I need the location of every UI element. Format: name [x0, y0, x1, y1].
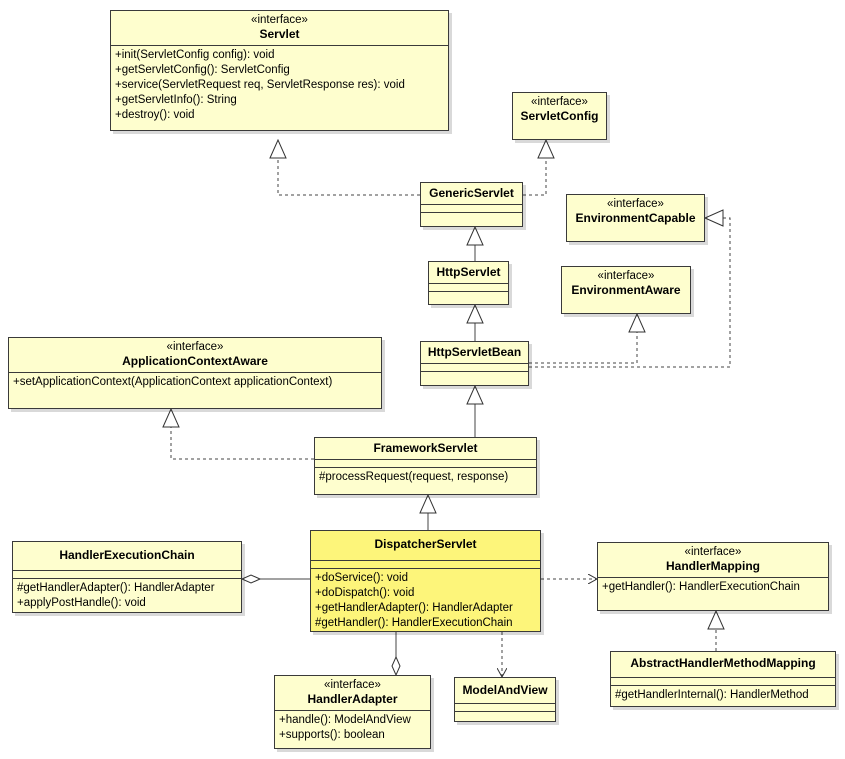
- class-frameworkservlet: FrameworkServlet #processRequest(request…: [314, 437, 537, 495]
- class-handlermapping: «interface»HandlerMapping +getHandler():…: [597, 542, 829, 611]
- stereotype-label: «interface»: [324, 679, 381, 691]
- class-name: EnvironmentCapable: [575, 211, 696, 225]
- realization-httpservletbean-environmentaware: [529, 314, 637, 364]
- class-name: ModelAndView: [462, 683, 548, 697]
- attributes-compartment: [611, 677, 835, 685]
- method: +getHandlerAdapter(): HandlerAdapter: [315, 602, 513, 614]
- method: #processRequest(request, response): [319, 471, 509, 483]
- class-handleradapter: «interface»HandlerAdapter +handle(): Mod…: [274, 675, 431, 749]
- class-name: EnvironmentAware: [571, 283, 681, 297]
- attributes-compartment: [429, 283, 508, 291]
- operations-compartment: [421, 371, 528, 379]
- method: +init(ServletConfig config): void: [115, 49, 275, 61]
- stereotype-label: «interface»: [684, 546, 742, 558]
- method: +applyPostHandle(): void: [17, 597, 146, 609]
- method: +doDispatch(): void: [315, 587, 415, 599]
- method: #getHandlerAdapter(): HandlerAdapter: [17, 582, 215, 594]
- stereotype-label: «interface»: [166, 341, 224, 353]
- realization-genericservlet-servletconfig: [523, 140, 546, 196]
- class-servletconfig: «interface»ServletConfig: [512, 92, 607, 140]
- class-handlerexecutionchain: HandlerExecutionChain #getHandlerAdapter…: [12, 541, 242, 613]
- stereotype-label: «interface»: [531, 96, 588, 108]
- realization-genericservlet-servlet: [278, 140, 420, 196]
- class-environmentcapable: «interface»EnvironmentCapable: [566, 194, 705, 242]
- realization-frameworkservlet-applicationcontextaware: [171, 409, 314, 460]
- class-httpservlet: HttpServlet: [428, 261, 509, 305]
- class-applicationcontextaware: «interface»ApplicationContextAware +setA…: [8, 337, 382, 409]
- class-name: FrameworkServlet: [373, 441, 478, 455]
- method: +handle(): ModelAndView: [279, 714, 411, 726]
- class-name: ApplicationContextAware: [122, 354, 268, 368]
- method: +getServletInfo(): String: [115, 94, 237, 106]
- realization-httpservletbean-environmentcapable: [529, 218, 731, 368]
- operations-compartment: [429, 291, 508, 299]
- method: +destroy(): void: [115, 109, 195, 121]
- stereotype-label: «interface»: [251, 14, 308, 26]
- class-abstracthandlermethodmapping: AbstractHandlerMethodMapping #getHandler…: [610, 651, 836, 707]
- class-name: DispatcherServlet: [374, 537, 477, 551]
- class-name: GenericServlet: [429, 186, 514, 200]
- class-name: HttpServletBean: [427, 345, 522, 359]
- class-name: HandlerExecutionChain: [59, 548, 195, 562]
- method: +doService(): void: [315, 572, 408, 584]
- class-httpservletbean: HttpServletBean: [420, 341, 529, 386]
- class-name: HandlerAdapter: [307, 692, 398, 706]
- operations-compartment: [455, 711, 555, 719]
- method: #getHandlerInternal(): HandlerMethod: [615, 689, 809, 701]
- class-dispatcherservlet: DispatcherServlet +doService(): void +do…: [310, 530, 541, 632]
- class-name: ServletConfig: [520, 109, 599, 123]
- method: +getServletConfig(): ServletConfig: [115, 64, 290, 76]
- class-name: HandlerMapping: [665, 559, 760, 573]
- attributes-compartment: [311, 560, 540, 568]
- method: +service(ServletRequest req, ServletResp…: [115, 79, 405, 91]
- stereotype-label: «interface»: [607, 198, 664, 210]
- attributes-compartment: [421, 363, 528, 371]
- method: #getHandler(): HandlerExecutionChain: [315, 617, 513, 629]
- method: +setApplicationContext(ApplicationContex…: [13, 376, 333, 388]
- class-environmentaware: «interface»EnvironmentAware: [561, 266, 691, 314]
- attributes-compartment: [315, 459, 536, 467]
- class-genericservlet: GenericServlet: [420, 182, 523, 227]
- class-name: HttpServlet: [436, 265, 501, 279]
- stereotype-label: «interface»: [597, 270, 655, 282]
- class-servlet: «interface»Servlet +init(ServletConfig c…: [110, 10, 449, 131]
- class-name: Servlet: [259, 27, 300, 41]
- class-modelandview: ModelAndView: [454, 677, 556, 722]
- method: +getHandler(): HandlerExecutionChain: [602, 581, 800, 593]
- attributes-compartment: [13, 570, 241, 578]
- attributes-compartment: [455, 703, 555, 711]
- attributes-compartment: [421, 204, 522, 212]
- method: +supports(): boolean: [279, 729, 385, 741]
- class-name: AbstractHandlerMethodMapping: [630, 656, 816, 670]
- operations-compartment: [421, 212, 522, 220]
